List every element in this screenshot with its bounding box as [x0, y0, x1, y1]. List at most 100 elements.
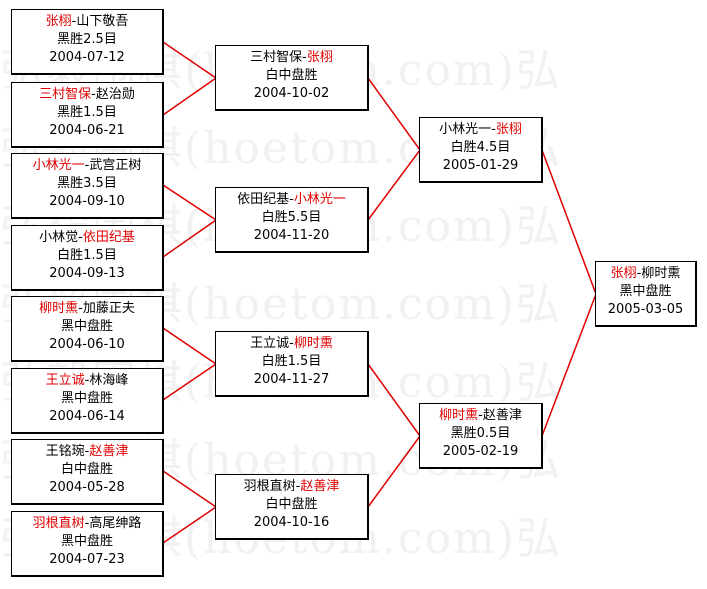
match-result: 白中盘胜 — [265, 497, 318, 512]
match-box-round1[interactable]: 柳时熏-加藤正夫 黑中盘胜 2004-06-10 — [11, 296, 164, 362]
match-box-round2[interactable]: 王立诚-柳时熏 白胜1.5目 2004-11-27 — [215, 331, 369, 397]
match-result: 白中盘胜 — [60, 462, 113, 477]
match-player: 赵善津 — [89, 444, 129, 459]
connector — [162, 470, 217, 508]
match-players: 羽根直树-高尾绅路 — [12, 515, 162, 533]
match-players: 王立诚-柳时熏 — [216, 335, 367, 353]
match-box-round2[interactable]: 依田纪基-小林光一 白胜5.5目 2004-11-20 — [215, 187, 369, 253]
match-separator: - — [78, 301, 83, 316]
connector — [162, 363, 217, 401]
match-players: 三村智保-赵治勋 — [12, 86, 162, 104]
match-result: 黑中盘胜 — [60, 391, 113, 406]
match-box-round1[interactable]: 王立诚-林海峰 黑中盘胜 2004-06-14 — [11, 368, 164, 434]
match-player: 依田纪基 — [237, 192, 290, 207]
match-player: 三村智保 — [39, 87, 92, 102]
match-date: 2004-11-27 — [253, 372, 330, 387]
match-box-semifinal[interactable]: 柳时熏-赵善津 黑胜0.5目 2005-02-19 — [419, 403, 543, 469]
match-date: 2004-11-20 — [253, 228, 330, 243]
match-player: 赵治勋 — [95, 87, 135, 102]
connector — [367, 435, 421, 508]
match-box-round1[interactable]: 羽根直树-高尾绅路 黑中盘胜 2004-07-23 — [11, 511, 164, 577]
match-result: 白胜4.5目 — [450, 140, 511, 155]
match-date: 2004-10-02 — [253, 86, 330, 101]
match-players: 小林光一-武宫正树 — [12, 157, 162, 175]
match-box-round1[interactable]: 小林觉-依田纪基 白胜1.5目 2004-09-13 — [11, 225, 164, 291]
match-result: 白胜1.5目 — [261, 354, 322, 369]
match-box-semifinal[interactable]: 小林光一-张栩 白胜4.5目 2005-01-29 — [419, 117, 543, 183]
match-box-round2[interactable]: 三村智保-张栩 白中盘胜 2004-10-02 — [215, 45, 369, 111]
match-players: 羽根直树-赵善津 — [216, 478, 367, 496]
match-date: 2005-02-19 — [442, 444, 519, 459]
match-player: 林海峰 — [89, 373, 129, 388]
match-result: 黑胜0.5目 — [450, 426, 511, 441]
match-player: 张栩 — [45, 14, 72, 29]
match-players: 依田纪基-小林光一 — [216, 191, 367, 209]
match-players: 张栩-柳时熏 — [596, 265, 695, 283]
match-player: 武宫正树 — [89, 158, 142, 173]
match-separator: - — [84, 373, 90, 388]
match-player: 加藤正夫 — [82, 301, 135, 316]
match-box-round2[interactable]: 羽根直树-赵善津 白中盘胜 2004-10-16 — [215, 474, 369, 540]
connector — [162, 184, 217, 221]
match-result: 黑胜1.5目 — [57, 105, 117, 120]
match-separator: - — [71, 14, 77, 29]
match-date: 2004-09-13 — [49, 266, 125, 281]
match-players: 王铭琬-赵善津 — [12, 443, 162, 461]
match-player: 小林觉 — [39, 230, 79, 245]
match-date: 2004-06-14 — [49, 409, 125, 424]
match-player: 高尾绅路 — [89, 516, 142, 531]
match-box-round1[interactable]: 三村智保-赵治勋 黑胜1.5目 2004-06-21 — [11, 82, 164, 148]
match-player: 张栩 — [610, 266, 637, 281]
match-player: 羽根直树 — [243, 479, 296, 494]
match-players: 张栩-山下敬吾 — [12, 13, 162, 31]
match-separator: - — [84, 158, 90, 173]
match-date: 2004-06-21 — [49, 123, 125, 138]
match-result: 黑中盘胜 — [60, 319, 113, 334]
match-players: 小林光一-张栩 — [420, 121, 541, 139]
match-player: 赵善津 — [482, 408, 522, 423]
match-result: 白胜5.5目 — [261, 210, 322, 225]
match-separator: - — [84, 444, 90, 459]
match-box-round1[interactable]: 张栩-山下敬吾 黑胜2.5目 2004-07-12 — [11, 9, 164, 75]
match-player: 羽根直树 — [32, 516, 85, 531]
connector — [162, 41, 217, 79]
match-box-final[interactable]: 张栩-柳时熏 黑中盘胜 2005-03-05 — [595, 261, 697, 327]
match-date: 2004-05-28 — [49, 480, 125, 495]
match-player: 柳时熏 — [641, 266, 681, 281]
match-player: 王铭琬 — [45, 444, 85, 459]
match-date: 2004-06-10 — [49, 337, 125, 352]
match-separator: - — [289, 336, 294, 351]
connector — [367, 77, 421, 151]
match-separator: - — [302, 50, 307, 65]
match-players: 小林觉-依田纪基 — [12, 229, 162, 247]
match-separator: - — [478, 408, 483, 423]
match-box-round1[interactable]: 王铭琬-赵善津 白中盘胜 2004-05-28 — [11, 439, 164, 505]
connector — [367, 149, 421, 221]
connector — [541, 149, 597, 295]
match-date: 2004-07-12 — [49, 50, 125, 65]
connector — [162, 506, 217, 544]
match-player: 依田纪基 — [82, 230, 135, 245]
match-separator: - — [78, 230, 83, 245]
match-player: 张栩 — [495, 122, 522, 137]
match-date: 2005-03-05 — [607, 302, 684, 317]
match-player: 柳时熏 — [39, 301, 79, 316]
match-result: 黑胜3.5目 — [57, 176, 117, 191]
match-player: 小林光一 — [439, 122, 492, 137]
match-separator: - — [84, 516, 90, 531]
match-box-round1[interactable]: 小林光一-武宫正树 黑胜3.5目 2004-09-10 — [11, 153, 164, 219]
match-player: 山下敬吾 — [76, 14, 129, 29]
match-player: 王立诚 — [250, 336, 290, 351]
connector — [367, 363, 421, 437]
match-result: 黑中盘胜 — [60, 534, 113, 549]
match-players: 王立诚-林海峰 — [12, 372, 162, 390]
match-date: 2004-10-16 — [253, 515, 330, 530]
connector — [162, 77, 217, 116]
match-date: 2004-09-10 — [49, 194, 125, 209]
match-result: 黑中盘胜 — [619, 284, 672, 299]
match-result: 白胜1.5目 — [57, 248, 117, 263]
match-result: 白中盘胜 — [265, 68, 318, 83]
connector — [162, 327, 217, 365]
